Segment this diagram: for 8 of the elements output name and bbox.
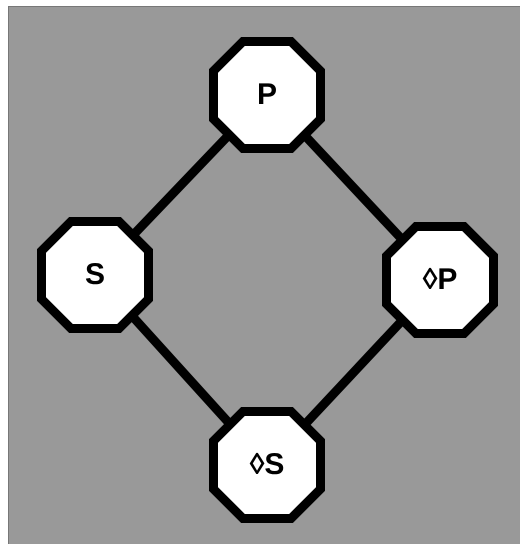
connector-line xyxy=(130,132,232,238)
connector-line xyxy=(129,314,233,426)
connector-line xyxy=(302,132,406,242)
connector-line xyxy=(302,318,406,428)
node-label: S xyxy=(84,258,106,292)
node-label: ◊P xyxy=(422,263,458,297)
node-label: ◊S xyxy=(248,448,286,482)
node-label: P xyxy=(256,78,278,112)
